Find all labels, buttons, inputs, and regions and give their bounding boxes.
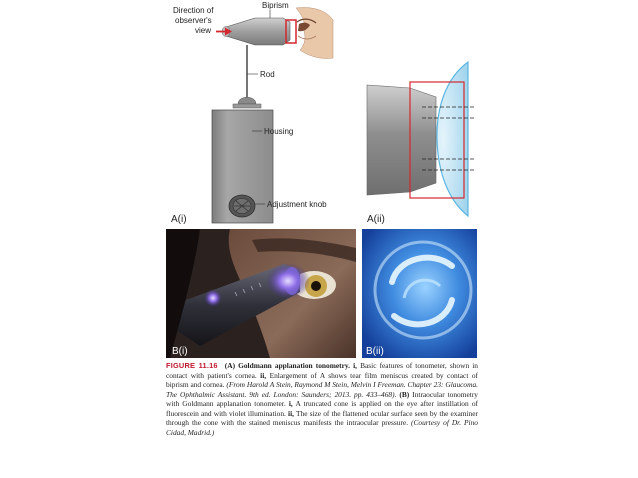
caption-part-b-heading: (B)	[396, 389, 410, 399]
biprism-head	[221, 17, 297, 46]
dashed-guide-lines	[422, 106, 476, 171]
caption-b-source: (Courtesy of Dr. Pino Cidad, Madrid.)	[166, 418, 478, 437]
panel-a-i: Direction of observer's view Biprism Rod…	[171, 1, 334, 225]
panel-label-b-i: B(i)	[172, 346, 188, 357]
caption-a-source: (From Harold A Stein, Raymond M Stein, M…	[166, 380, 479, 399]
caption-a-i-marker: i,	[353, 361, 357, 370]
caption-b-ii-text: The size of the flattened ocular surface…	[166, 408, 478, 428]
label-housing: Housing	[264, 127, 293, 136]
figure-caption: FIGURE 11.16 (A) Goldmann applanation to…	[166, 361, 478, 437]
cornea	[436, 60, 469, 218]
caption-b-ii-marker: ii,	[288, 408, 294, 418]
rod-base	[237, 96, 257, 105]
patient-eye-profile	[295, 7, 334, 59]
meniscus-highlight	[409, 81, 465, 199]
caption-b-text: Intraocular tonometry with Goldmann appl…	[166, 389, 478, 409]
adjustment-knob	[228, 194, 256, 218]
panel-label-a-ii: A(ii)	[367, 214, 385, 225]
caption-a-ii-marker: ii,	[260, 370, 267, 380]
biprism-cone	[366, 84, 437, 196]
panel-label-a-i: A(i)	[171, 214, 187, 225]
label-direction-line1: Direction of	[173, 6, 214, 15]
label-rod: Rod	[260, 70, 275, 79]
label-adjustment-knob: Adjustment knob	[267, 200, 327, 209]
label-direction-line2: observer's	[175, 16, 212, 25]
panel-b-ii-photo	[362, 229, 477, 358]
panel-a-ii: A(ii)	[366, 60, 476, 225]
caption-b-i-text: A truncated cone is applied on the eye a…	[166, 399, 478, 418]
label-biprism: Biprism	[262, 1, 289, 10]
caption-b-i-marker: i,	[288, 399, 293, 408]
label-direction-line3: view	[195, 26, 211, 35]
caption-part-a-heading: (A) Goldmann applanation tonometry.	[224, 361, 354, 370]
figure-number: FIGURE 11.16	[166, 361, 218, 370]
callout-lines	[247, 10, 271, 205]
panel-label-b-ii: B(ii)	[366, 346, 384, 357]
observer-arrow	[216, 27, 232, 36]
panel-b-i-photo	[166, 229, 356, 358]
caption-a-i-text: Basic features of tonometer, shown in co…	[166, 361, 478, 380]
caption-a-ii-text: Enlargement of A shows tear film meniscu…	[166, 370, 478, 390]
